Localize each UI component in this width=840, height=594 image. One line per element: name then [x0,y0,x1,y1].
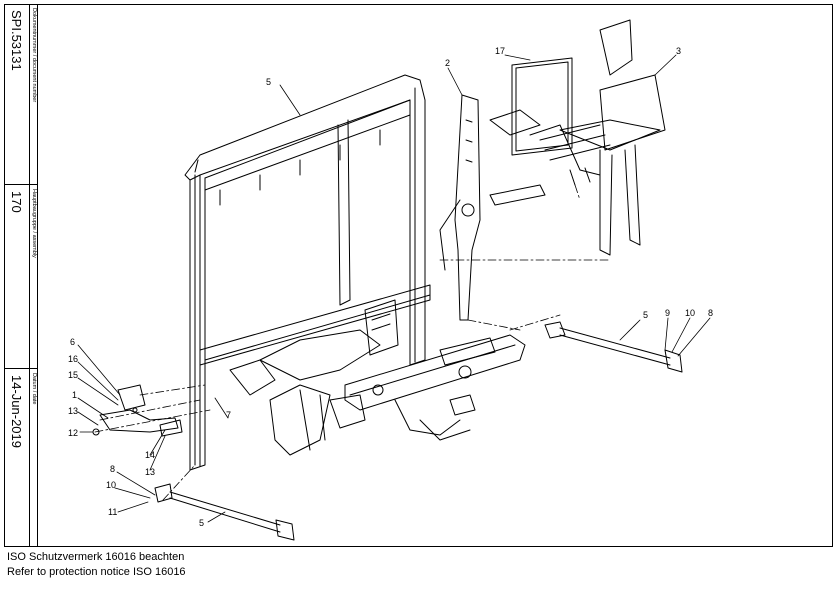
callout-10-right: 10 [685,308,695,318]
callout-1: 1 [72,390,77,400]
callout-7: 7 [226,410,231,420]
leader-8-left [116,471,156,496]
callout-5-left: 5 [199,518,204,528]
leader-13-bottom [149,435,166,471]
leader-13-top [77,411,99,426]
callout-13-bottom: 13 [145,467,155,477]
lower-chassis [229,299,399,456]
left-mounting-parts [92,384,183,437]
leader-14 [149,429,166,456]
callout-13-top: 13 [68,406,78,416]
callout-15: 15 [68,370,78,380]
callout-12: 12 [68,428,78,438]
platform-frame [489,19,666,256]
title-block: SPI.53131 Dokumentnummer / document numb… [4,4,38,547]
title-block-document-cell: SPI.53131 Dokumentnummer / document numb… [4,4,38,185]
leader-15 [77,377,119,406]
callout-8-left: 8 [110,464,115,474]
longitudinal-rail [344,334,526,441]
title-block-divider [29,4,30,547]
callout-11: 11 [108,507,117,517]
support-rod-right [544,321,683,373]
callout-8-right: 8 [708,308,713,318]
callout-14: 14 [145,450,155,460]
callout-2: 2 [445,58,450,68]
cab-frame [184,74,431,471]
leader-10-left [114,487,151,499]
document-number-label: Dokumentnummer / document number [31,8,37,103]
leader-8-right [677,317,711,357]
assembly-number-label: Hauptbaugruppe / assembly [31,189,37,258]
leader-10-right [671,317,691,353]
leader-11 [117,501,149,513]
callouts [77,54,711,523]
document-number: SPI.53131 [9,10,24,71]
callout-5-right: 5 [643,310,648,320]
document-date-label: Datum / date [31,373,37,405]
leader-16 [77,361,119,401]
leader-2 [447,67,463,96]
leader-7 [214,397,229,419]
assembly-number: 170 [9,191,24,213]
title-block-assembly-cell: 170 Hauptbaugruppe / assembly [4,185,38,369]
exploded-assembly-drawing: 5 2 17 3 5 9 10 8 6 16 15 1 13 12 14 13 … [68,19,713,541]
callout-3: 3 [676,46,681,56]
leader-5-left [207,511,226,523]
callout-6: 6 [70,337,75,347]
callout-9: 9 [665,308,670,318]
leader-4 [279,84,301,116]
leader-3 [654,54,677,76]
leader-1 [77,397,109,419]
callout-labels: 5 2 17 3 5 9 10 8 6 16 15 1 13 12 14 13 … [68,46,713,528]
protection-notice-en: Refer to protection notice ISO 16016 [7,566,186,578]
callout-16: 16 [68,354,78,364]
assembly-lines [94,184,611,501]
leader-17 [504,54,531,61]
title-block-date-cell: 14-Jun-2019 Datum / date [4,369,38,547]
leader-5-right [619,319,641,341]
protection-notice-de: ISO Schutzvermerk 16016 beachten [7,551,185,563]
callout-10-left: 10 [106,480,116,490]
callout-4: 5 [266,77,271,87]
callout-17: 17 [495,46,505,56]
drawing-frame [4,4,833,547]
leader-9 [664,317,669,351]
leader-6 [77,344,121,396]
document-date: 14-Jun-2019 [9,375,24,448]
panel-17 [511,57,573,156]
support-rod-left [154,483,295,541]
